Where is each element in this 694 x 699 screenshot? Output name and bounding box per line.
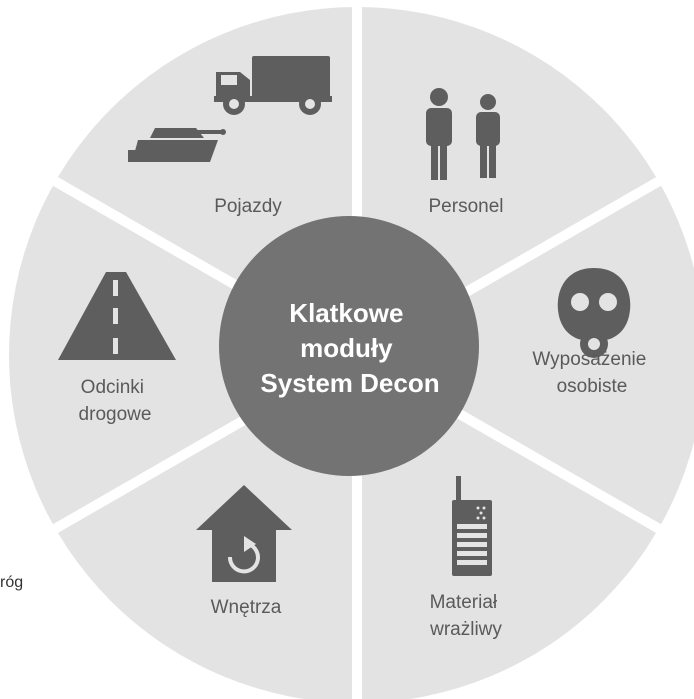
tank-icon (128, 128, 226, 162)
radio-icon (452, 476, 492, 576)
house-refresh-icon (196, 485, 292, 582)
segment-dividers (43, 0, 671, 699)
segment-personel: Personel (426, 88, 504, 217)
segment-material: Materiał wrażliwy (429, 476, 502, 640)
truck-icon (214, 56, 332, 115)
stray-text-fragment: róg (0, 574, 24, 591)
segment-label-odcinki: Odcinki drogowe (79, 377, 152, 425)
segment-label-wnetrza: Wnętrza (211, 597, 282, 618)
center-title-line-2: moduły (300, 333, 393, 363)
segment-wnetrza: Wnętrza (196, 485, 292, 618)
road-icon (58, 272, 176, 360)
segment-wyposazenie: Wyposażenie osobiste (532, 268, 651, 397)
segment-odcinki: Odcinki drogowe (58, 272, 176, 425)
people-icon (426, 88, 500, 180)
center-hub (219, 216, 479, 476)
segment-label-material: Materiał wrażliwy (429, 592, 502, 640)
gas-mask-icon (557, 268, 631, 358)
center-title-line-1: Klatkowe (289, 298, 403, 328)
segment-label-pojazdy: Pojazdy (214, 196, 282, 217)
segment-pojazdy: Pojazdy (128, 56, 332, 217)
segment-label-personel: Personel (429, 196, 504, 217)
center-title: Klatkowe moduły System Decon (260, 298, 439, 398)
center-title-line-3: System Decon (260, 368, 439, 398)
segment-label-wyposazenie: Wyposażenie osobiste (532, 349, 651, 397)
